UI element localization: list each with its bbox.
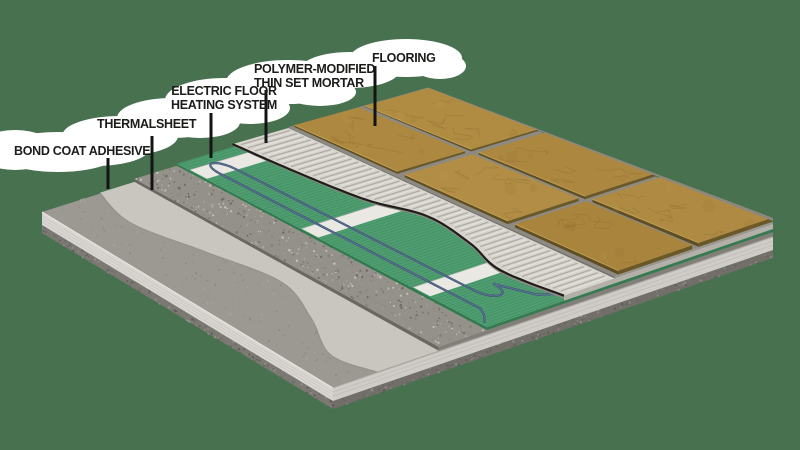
layer-flooring-tiles — [294, 87, 773, 275]
floor-tile — [514, 201, 693, 275]
label-pointer-line — [106, 158, 110, 189]
label-pointer-line — [150, 136, 154, 190]
callout-cloud — [0, 39, 466, 172]
mortar-curled-edge — [232, 143, 565, 297]
label-thermalsheet: THERMALSHEET — [97, 117, 197, 131]
label-bond-coat-adhesive: BOND COAT ADHESIVE — [14, 144, 151, 158]
label-electric-floor-heating-system: ELECTRIC FLOOR HEATING SYSTEM — [171, 84, 277, 113]
layer-electric-floor-heating-system — [176, 132, 773, 331]
label-pointer-line — [209, 113, 213, 158]
label-pointer-line — [264, 90, 268, 143]
label-pointer-line — [373, 66, 377, 126]
label-pointers — [106, 66, 377, 190]
floor-tile — [364, 87, 539, 152]
label-flooring: FLOORING — [372, 51, 436, 65]
floor-tile — [404, 154, 579, 225]
floor-tile — [294, 107, 466, 174]
layer-thermalsheet — [134, 157, 773, 351]
label-polymer-modified-thin-set-mortar: POLYMER-MODIFIED THIN SET MORTAR — [254, 62, 376, 91]
floor-tile — [592, 176, 773, 247]
floor-tile — [478, 132, 656, 200]
layer-bond-coat-adhesive — [99, 172, 474, 373]
